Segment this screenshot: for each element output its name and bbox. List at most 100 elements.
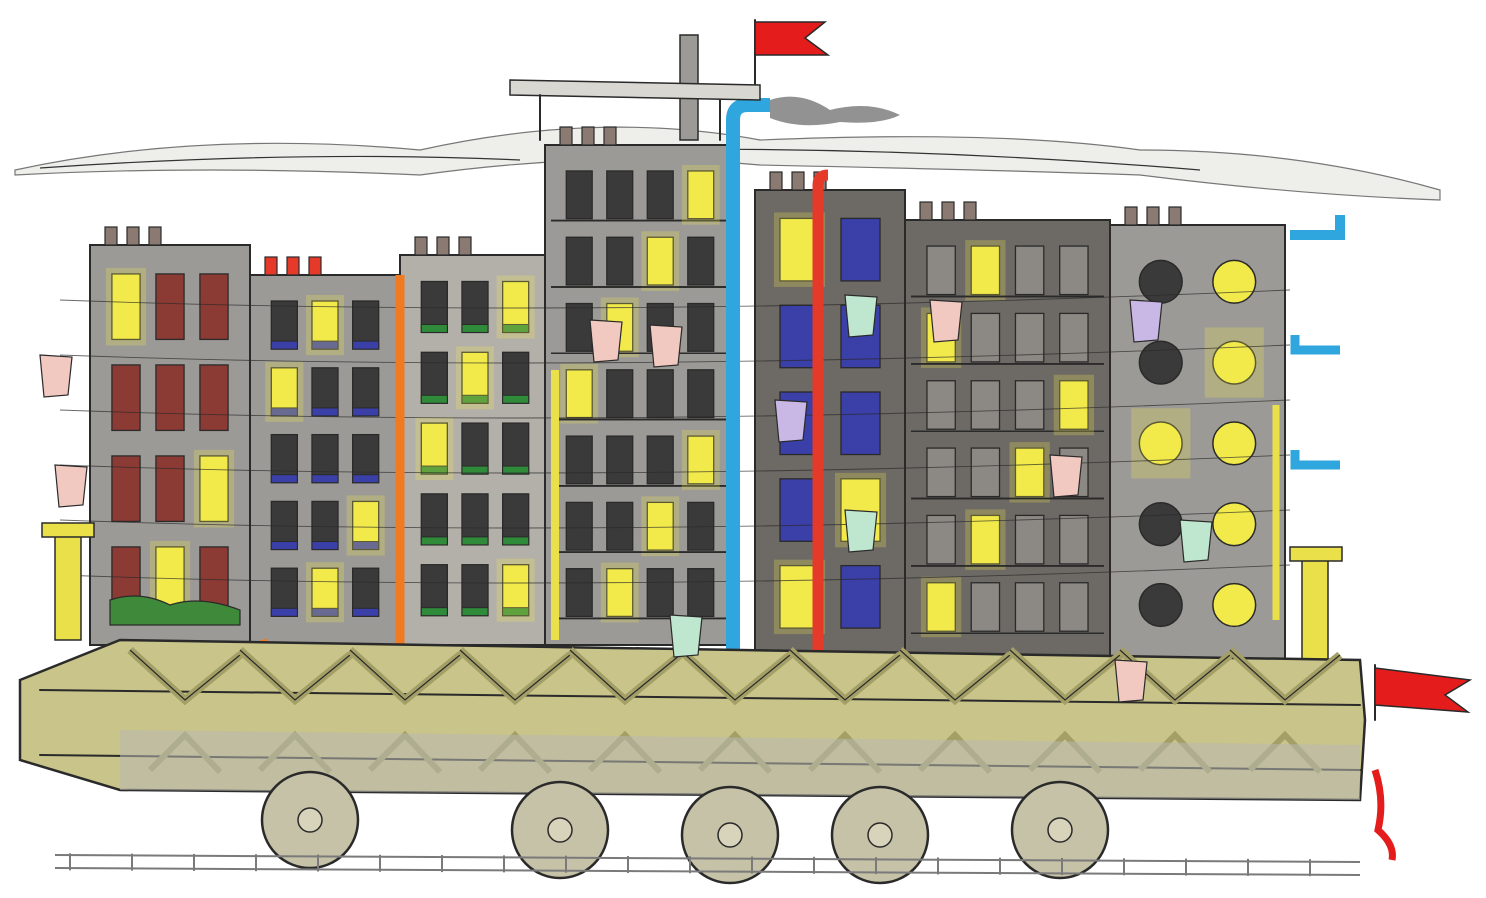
building-1 xyxy=(89,226,251,646)
chimney xyxy=(941,201,955,221)
window-box xyxy=(311,407,339,417)
laundry-item xyxy=(1114,659,1148,703)
clothes-line xyxy=(59,399,1291,419)
window xyxy=(606,369,634,419)
window-glow xyxy=(455,346,495,410)
window xyxy=(970,312,1001,363)
chimney xyxy=(963,201,977,221)
laundry-item xyxy=(649,324,683,368)
window xyxy=(926,245,956,296)
window xyxy=(199,273,229,341)
laundry-item xyxy=(39,354,73,398)
window xyxy=(1059,312,1089,363)
chimney xyxy=(126,226,140,246)
laundry-item xyxy=(844,509,878,553)
clothes-line xyxy=(59,509,1291,529)
window-box xyxy=(352,474,380,484)
window xyxy=(1138,582,1183,628)
truss-outline xyxy=(129,649,241,701)
laundry-item xyxy=(1049,454,1083,498)
window xyxy=(840,217,881,282)
window xyxy=(1014,245,1045,296)
wheel-hub xyxy=(547,817,573,843)
clothes-line xyxy=(59,564,1291,584)
blue-side-pipe-2 xyxy=(1290,335,1340,355)
blue-pipe xyxy=(726,98,770,680)
window xyxy=(1212,421,1257,466)
window-box xyxy=(311,474,339,484)
window xyxy=(926,380,956,430)
chimney xyxy=(791,171,805,191)
window xyxy=(646,236,674,286)
window xyxy=(565,302,593,352)
window xyxy=(1138,421,1183,466)
window-box xyxy=(270,474,298,484)
window xyxy=(926,447,956,498)
building-2 xyxy=(249,256,401,646)
window-box xyxy=(352,340,380,350)
window xyxy=(199,455,229,523)
window xyxy=(687,568,715,618)
chimney xyxy=(414,236,428,256)
window-glow xyxy=(560,363,599,424)
window xyxy=(1212,582,1257,628)
window xyxy=(565,435,593,485)
window xyxy=(606,568,634,618)
window-glow xyxy=(1131,408,1191,479)
chimney xyxy=(286,256,300,276)
window xyxy=(1212,259,1257,304)
window xyxy=(687,435,715,485)
window xyxy=(646,501,674,551)
window-box xyxy=(420,607,448,617)
top-red-flag xyxy=(754,21,831,56)
window xyxy=(155,455,185,523)
window-glow xyxy=(346,495,385,556)
window xyxy=(646,435,674,485)
window xyxy=(646,369,674,419)
truss-outline xyxy=(459,649,571,701)
laundry-item xyxy=(669,614,703,658)
building-6 xyxy=(904,201,1111,661)
window-glow xyxy=(265,361,304,422)
window-box xyxy=(502,465,530,475)
blue-side-pipe xyxy=(1290,215,1345,240)
window-glow xyxy=(641,496,680,557)
wheel-hub xyxy=(297,807,323,833)
chimney xyxy=(919,201,933,221)
window xyxy=(155,273,185,341)
laundry-item xyxy=(589,319,623,363)
window xyxy=(687,236,715,286)
window-box xyxy=(502,536,530,546)
rail-tracks xyxy=(54,853,1361,877)
laundry-item xyxy=(54,464,88,508)
wheel-hub xyxy=(717,822,743,848)
window-glow xyxy=(681,430,720,490)
window xyxy=(606,170,634,220)
laundry-item xyxy=(1129,299,1163,343)
window xyxy=(1014,447,1045,498)
window xyxy=(687,170,715,220)
window-box xyxy=(461,394,489,404)
window-box xyxy=(311,607,339,617)
chimney xyxy=(603,126,617,146)
clothes-line xyxy=(59,289,1291,309)
flags xyxy=(754,19,1473,861)
window-box xyxy=(270,340,298,350)
window-box xyxy=(461,323,489,333)
window xyxy=(1059,582,1089,632)
window xyxy=(1059,245,1089,296)
laundry-item xyxy=(929,299,963,343)
truss-outline xyxy=(1229,649,1341,701)
chimney xyxy=(559,126,573,146)
window-glow xyxy=(600,562,639,623)
window xyxy=(1138,259,1183,304)
truss-outline xyxy=(349,649,461,701)
window-glow xyxy=(305,562,345,623)
window xyxy=(111,455,141,523)
window-box xyxy=(420,323,448,333)
gray-smoke-flag xyxy=(770,96,900,126)
window-box xyxy=(502,323,530,333)
window-glow xyxy=(681,164,720,225)
